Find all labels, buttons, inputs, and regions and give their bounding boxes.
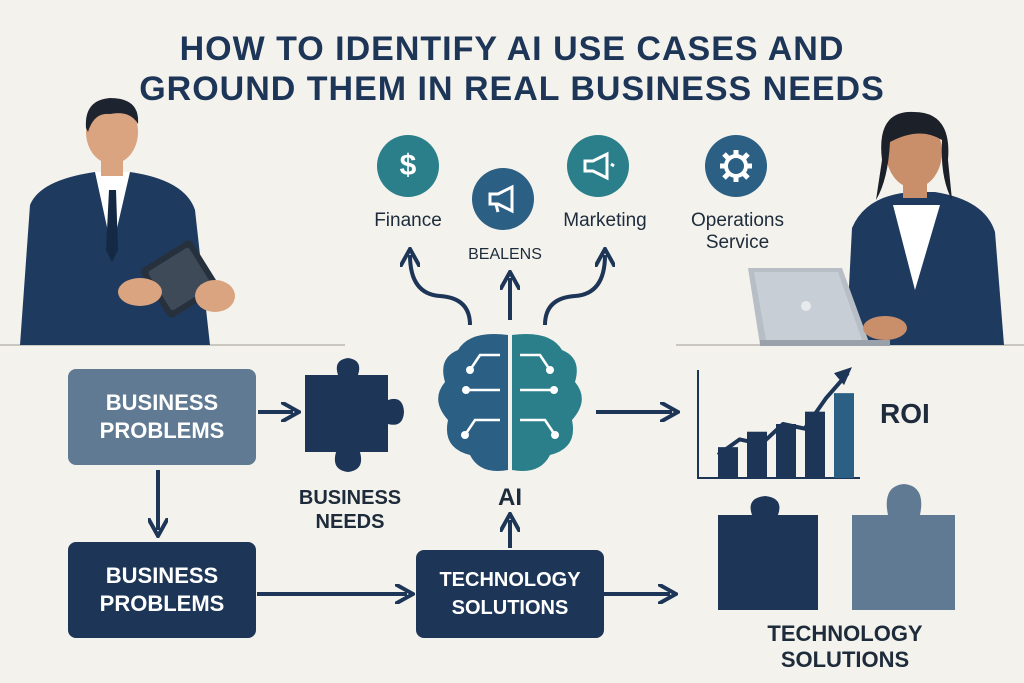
- finance-label: Finance: [374, 210, 442, 231]
- woman-with-laptop: [748, 111, 1004, 346]
- technology-solutions-label-line-1: TECHNOLOGY: [767, 621, 923, 646]
- operations-gear-icon: [705, 135, 767, 197]
- roi-bar: [805, 411, 825, 478]
- operations-label-line-1: Operations: [691, 210, 784, 231]
- roi-label: ROI: [880, 398, 930, 429]
- ai-brain-icon: [438, 334, 582, 471]
- title-line-2: GROUND THEM IN REAL BUSINESS NEEDS: [139, 70, 885, 108]
- bealens-label: BEALENS: [468, 246, 542, 263]
- finance-dollar-icon: $: [377, 135, 439, 197]
- marketing-megaphone-icon: [567, 135, 629, 197]
- roi-bar: [834, 393, 854, 478]
- solution-puzzle-icons: [718, 484, 955, 610]
- business-problems-bottom-line-1: BUSINESS: [105, 563, 219, 588]
- technology-solutions-label-line-2: SOLUTIONS: [780, 647, 910, 672]
- ai-label: AI: [498, 484, 522, 511]
- title-line-1: HOW TO IDENTIFY AI USE CASES AND: [179, 30, 845, 68]
- business-problems-box-top: BUSINESS PROBLEMS: [68, 369, 256, 465]
- business-problems-box-bottom: BUSINESS PROBLEMS: [68, 542, 256, 638]
- roi-chart: [697, 367, 860, 479]
- roi-bar: [776, 424, 796, 478]
- bealens-megaphone-icon: [472, 168, 534, 230]
- man-with-tablet: [20, 98, 235, 345]
- technology-solutions-box: TECHNOLOGY SOLUTIONS: [416, 550, 604, 638]
- technology-solutions-box-line-2: SOLUTIONS: [451, 597, 569, 619]
- business-problems-top-line-1: BUSINESS: [105, 390, 219, 415]
- business-problems-bottom-line-2: PROBLEMS: [99, 591, 225, 616]
- roi-trend-line: [716, 371, 850, 457]
- operations-label-line-2: Service: [705, 232, 770, 253]
- business-needs-label-line-2: NEEDS: [315, 511, 385, 533]
- roi-trend-arrowhead: [834, 367, 852, 386]
- business-needs-label-line-1: BUSINESS: [298, 487, 402, 509]
- business-problems-top-line-2: PROBLEMS: [99, 418, 225, 443]
- roi-bar: [718, 447, 738, 478]
- marketing-label: Marketing: [563, 210, 647, 231]
- puzzle-piece-icon: [305, 358, 404, 472]
- roi-bar: [747, 431, 767, 478]
- technology-solutions-box-line-1: TECHNOLOGY: [439, 569, 581, 591]
